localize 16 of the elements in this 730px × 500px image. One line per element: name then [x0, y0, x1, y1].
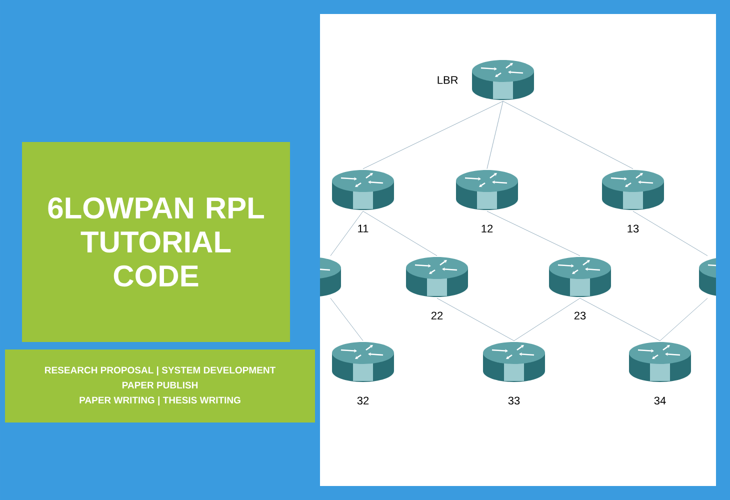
connection-line — [362, 100, 504, 170]
connection-line — [660, 298, 708, 342]
connection-line — [580, 298, 660, 342]
connection-line — [436, 298, 514, 342]
services-band: RESEARCH PROPOSAL | SYSTEM DEVELOPMENT PAPER PUBLISH PAPER WRITING | THESIS WRITING — [5, 350, 315, 422]
router-icon — [320, 257, 341, 297]
connection-line — [330, 298, 364, 342]
title-box: 6LOWPAN RPL TUTORIAL CODE — [22, 142, 290, 342]
connection-line — [362, 210, 438, 256]
connection-line — [632, 210, 708, 256]
connection-line — [514, 298, 580, 342]
connection-line — [502, 100, 634, 170]
connection-line — [330, 210, 364, 256]
router-icon — [699, 257, 716, 297]
connection-line — [486, 210, 580, 256]
connection-line — [486, 100, 504, 170]
